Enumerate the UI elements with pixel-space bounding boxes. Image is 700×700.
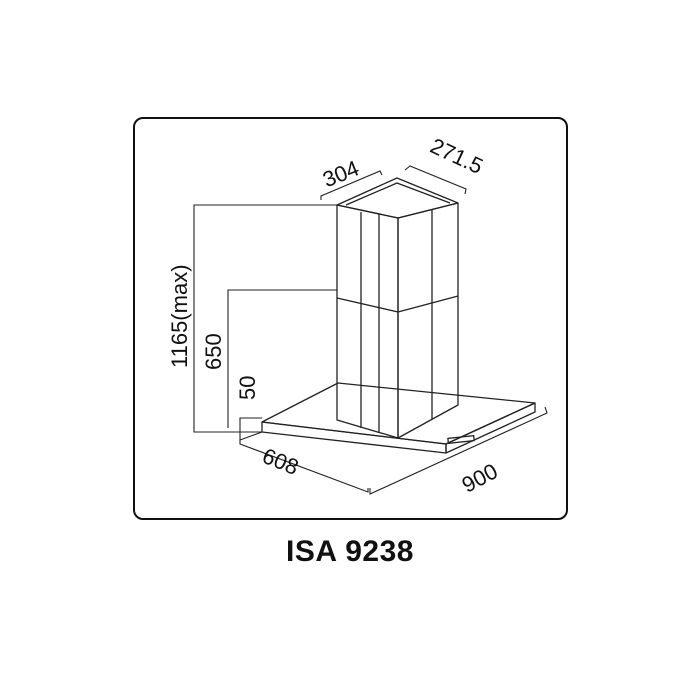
canopy-width-label: 900	[458, 458, 502, 497]
diagram-frame	[133, 117, 568, 520]
total-height-label: 1165(max)	[167, 264, 192, 368]
canopy-width-dim-line	[369, 406, 548, 495]
chimney-width-label: 304	[319, 155, 362, 192]
chimney-left-face	[336, 204, 399, 439]
chimney-height-label: 650	[201, 333, 226, 370]
canopy-depth-dim-line	[239, 440, 369, 493]
canopy-side-face	[445, 402, 536, 454]
canopy-height-dim-line	[239, 417, 263, 441]
chimney-width-dim-line	[320, 170, 383, 200]
canopy-depth-label: 608	[259, 443, 302, 480]
chimney-top	[336, 177, 459, 219]
chimney-depth-label: 271.5	[427, 133, 487, 179]
chimney-height-dim-line	[227, 289, 337, 428]
chimney-top-inner	[345, 182, 451, 206]
control-panel	[447, 435, 475, 444]
total-height-dim-line	[193, 204, 337, 433]
chimney-joint-line	[336, 295, 459, 313]
chimney-depth-dim-line	[404, 165, 467, 195]
chimney-right-face	[397, 202, 459, 439]
model-label: ISA 9238	[286, 535, 414, 568]
canopy-height-label: 50	[235, 376, 260, 400]
